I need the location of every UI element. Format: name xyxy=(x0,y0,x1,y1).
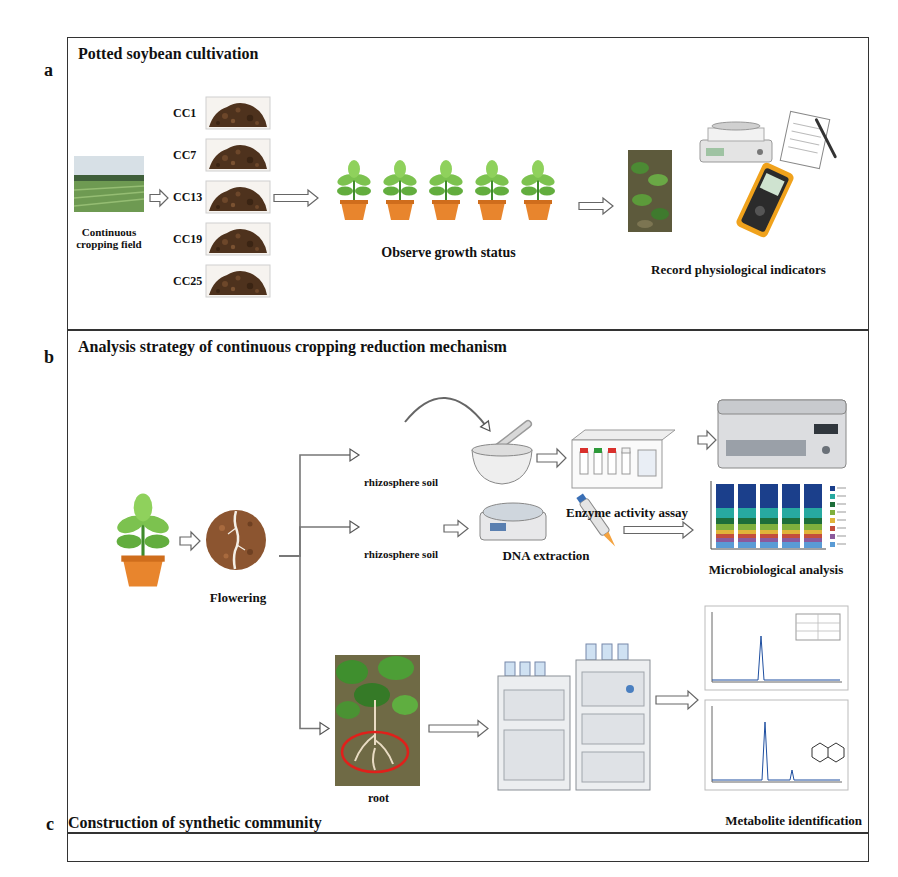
soil-samples xyxy=(206,97,270,297)
field-plant-photo xyxy=(628,150,672,232)
soil-sample: CC7 xyxy=(171,138,271,174)
soil-sample: CC1 xyxy=(171,96,271,132)
caption: Flowering xyxy=(199,591,277,606)
dna-extraction-box: DNA extraction xyxy=(471,496,621,564)
root-soil-circle xyxy=(206,510,266,570)
panel-box: aPotted soybean cultivationContinuous cr… xyxy=(67,37,869,330)
root-photo xyxy=(335,655,420,786)
block-arrow xyxy=(150,190,168,206)
panel-box: bAnalysis strategy of continuous croppin… xyxy=(67,330,869,833)
connector-arrow xyxy=(429,721,488,737)
potted-plants xyxy=(336,160,556,220)
arrow-head xyxy=(350,449,359,461)
block-arrow xyxy=(444,521,468,537)
process-arrow xyxy=(698,431,716,449)
soil-sample-box: rhizosphere soil xyxy=(361,421,441,489)
connector-line xyxy=(279,527,350,556)
caption: DNA extraction xyxy=(471,549,621,564)
sample-label: CC25 xyxy=(173,275,202,289)
measurement-box: Record physiological indicators xyxy=(616,106,861,278)
connector-arrow xyxy=(150,190,168,206)
block-arrow xyxy=(429,721,488,737)
caption: root xyxy=(331,792,426,806)
arrow-head xyxy=(320,723,329,735)
panel-letter: c xyxy=(46,814,54,835)
handheld-meter xyxy=(735,161,795,239)
arrow-head xyxy=(350,521,359,533)
process-arrow xyxy=(180,532,200,550)
panel-title: Potted soybean cultivation xyxy=(78,45,258,63)
connector-arrow xyxy=(279,556,329,735)
soil-sample: CC25 xyxy=(171,264,271,300)
caption: Enzyme activity assay xyxy=(557,506,697,521)
mortar-and-pestle xyxy=(472,424,532,484)
connector-arrow xyxy=(279,449,359,556)
root-box: root xyxy=(331,651,426,806)
sample-label: CC1 xyxy=(173,107,196,121)
connector-arrow xyxy=(579,198,613,214)
microplate-reader xyxy=(718,400,846,468)
block-arrow xyxy=(579,198,613,214)
caption: Metabolite identification xyxy=(491,814,866,829)
chromatograms xyxy=(705,606,848,790)
soil-sample: CC19 xyxy=(171,222,271,258)
curved-arrow xyxy=(405,398,490,431)
sample-label: CC7 xyxy=(173,149,196,163)
sample-label: CC13 xyxy=(173,191,202,205)
caption: Continuous cropping field xyxy=(71,226,147,251)
field-photo xyxy=(74,156,144,212)
soybean-plant xyxy=(115,494,171,587)
panel-box: cConstruction of synthetic community xyxy=(67,833,869,862)
centrifuge xyxy=(480,503,546,540)
notebook-and-pen xyxy=(780,111,842,171)
pipette xyxy=(576,493,620,550)
caption: Record physiological indicators xyxy=(616,263,861,278)
assay-box: Enzyme activity assay xyxy=(557,429,697,521)
process-arrow xyxy=(656,691,698,709)
block-arrow xyxy=(274,190,318,206)
assay-kit xyxy=(572,430,675,488)
plant-row-box: Observe growth status xyxy=(321,151,576,261)
connector-arrow xyxy=(279,521,359,556)
field-photo-box: Continuous cropping field xyxy=(71,151,147,251)
balance xyxy=(700,122,772,162)
soil-sample: CC13 xyxy=(171,180,271,216)
flowering-box: Flowering xyxy=(199,506,277,606)
caption: rhizosphere soil xyxy=(361,476,441,489)
block-arrow xyxy=(624,522,693,538)
panel-title: Analysis strategy of continuous cropping… xyxy=(78,338,507,356)
connector-arrow xyxy=(624,522,693,538)
caption: Observe growth status xyxy=(321,245,576,261)
caption: Microbiological analysis xyxy=(696,563,856,578)
connector-arrow xyxy=(444,521,468,537)
panel-letter: a xyxy=(44,60,53,81)
microbiome-box: Microbiological analysis xyxy=(696,476,856,578)
process-arrow xyxy=(537,449,566,467)
panel-letter: b xyxy=(44,347,54,368)
soil-sample-box: rhizosphere soil xyxy=(361,493,441,561)
sample-label: CC19 xyxy=(173,233,202,247)
metabolite-box: Metabolite identification xyxy=(491,601,866,829)
panel-title: Construction of synthetic community xyxy=(68,814,322,832)
hplc-instrument xyxy=(498,644,650,790)
connector-line xyxy=(279,556,320,729)
connector-line xyxy=(279,455,350,556)
stacked-bar-chart xyxy=(711,481,846,549)
caption: rhizosphere soil xyxy=(361,548,441,561)
connector-arrow xyxy=(274,190,318,206)
